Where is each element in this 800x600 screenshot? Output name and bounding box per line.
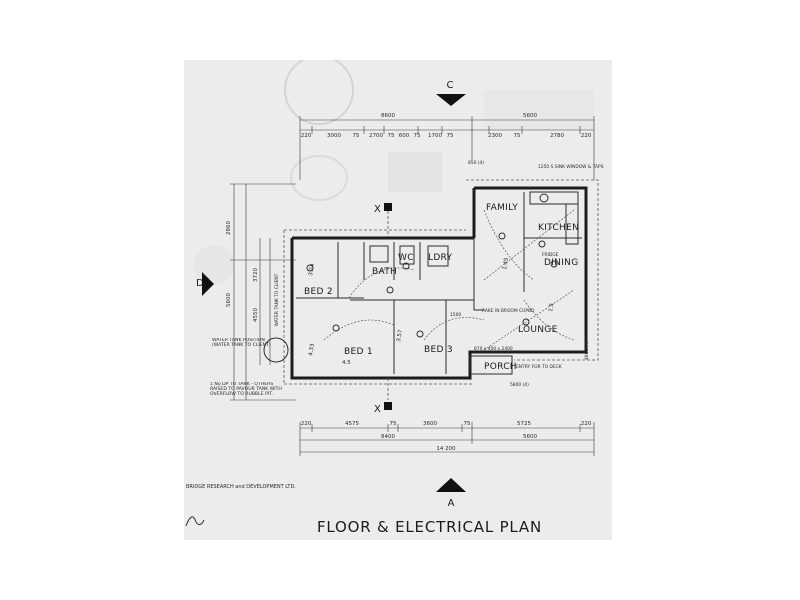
room-family: FAMILY xyxy=(486,203,518,213)
dim-top-right-total: 5600 xyxy=(523,113,537,119)
dim-top-7: 1700 xyxy=(428,133,442,139)
dim-top-11: 2780 xyxy=(550,133,564,139)
note-window-sink: 1250 S SINK WINDOW & TAPS xyxy=(538,164,604,170)
section-mark-x-bottom: X xyxy=(374,378,392,415)
bottom-dimensions: 220 4575 75 3600 75 5725 220 8400 5600 1… xyxy=(299,421,595,456)
note-upper: 850 (4) xyxy=(468,160,484,166)
size-5: 1.45 xyxy=(502,257,510,271)
section-mark-d-label: D xyxy=(196,278,204,289)
room-bed1: BED 1 xyxy=(344,347,373,357)
dim-bottom-right-total: 5600 xyxy=(523,434,537,440)
dim-top-12: 220 xyxy=(581,133,592,139)
dim-top-5: 600 xyxy=(399,133,410,139)
section-mark-d: D xyxy=(196,272,214,296)
left-dimensions: 2860 5600 3720 4550 WATER TANK TO CLIENT xyxy=(226,183,296,401)
dim-bottom-left-total: 8400 xyxy=(381,434,395,440)
top-dimensions: 8600 5600 220 3000 75 2700 75 600 75 170… xyxy=(299,113,595,180)
room-porch: PORCH xyxy=(484,362,517,372)
size-4: 3.57 xyxy=(396,329,404,343)
room-kitchen: KITCHEN xyxy=(538,223,579,233)
size-1: 4.33 xyxy=(308,343,316,357)
note-broom: RAKE IN BROOM CUPBD xyxy=(482,308,535,314)
dim-top-8: 75 xyxy=(447,133,454,139)
dim-bottom-5: 5725 xyxy=(517,421,531,427)
room-lounge: LOUNGE xyxy=(518,325,558,335)
section-mark-x-top-label: X xyxy=(374,204,381,215)
dim-left-inner-2: 4550 xyxy=(253,308,259,322)
dim-right-side: 4600 (4) xyxy=(584,341,590,360)
room-bath: BATH xyxy=(372,267,397,277)
floor-plan-drawing: C 8600 5600 220 3000 75 2700 75 600 75 1… xyxy=(185,60,604,536)
plan-notes: 850 (4) 1250 S SINK WINDOW & TAPS FRIDGE… xyxy=(450,160,604,388)
dim-top-10: 75 xyxy=(514,133,521,139)
dim-bottom-2: 75 xyxy=(390,421,397,427)
section-mark-c-label: C xyxy=(447,80,454,91)
signature-mark xyxy=(185,516,205,527)
floor-plan-walls xyxy=(263,179,599,385)
dim-left-upper: 2860 xyxy=(226,221,232,235)
dim-top-6: 75 xyxy=(414,133,421,139)
room-bed3: BED 3 xyxy=(424,345,453,355)
company-name: BRIDGE RESEARCH and DEVELOPMENT LTD. xyxy=(186,484,296,490)
room-ldry: LDRY xyxy=(428,253,453,263)
dim-overall: 14 200 xyxy=(436,446,456,452)
section-mark-c: C xyxy=(436,80,466,106)
dim-bottom-4: 75 xyxy=(464,421,471,427)
dim-bottom-note: 5800 (4) xyxy=(510,382,529,388)
dim-top-left-total: 8600 xyxy=(381,113,395,119)
section-mark-a-label: A xyxy=(448,498,455,509)
water-tank-notes: WATER TANK POSITION (WATER TANK TO CLIEN… xyxy=(210,338,282,398)
plan-sheet: C 8600 5600 220 3000 75 2700 75 600 75 1… xyxy=(184,60,612,540)
dim-top-1: 3000 xyxy=(327,133,341,139)
note-porch-dim: 870 x 400 x 2400 xyxy=(474,346,513,352)
room-labels: FAMILY KITCHEN DINING BED 2 BATH WC LDRY… xyxy=(304,203,579,372)
dim-bottom-0: 220 xyxy=(301,421,312,427)
dim-top-0: 220 xyxy=(301,133,312,139)
room-bed2: BED 2 xyxy=(304,287,333,297)
dim-bottom-6: 220 xyxy=(581,421,592,427)
room-dining: DINING xyxy=(544,258,578,268)
note-overflow: 1 No DP TO TANK - OTHERS RAISED TO PAVOU… xyxy=(210,382,282,398)
size-3: 3.24 xyxy=(308,263,316,277)
dim-left-inner-1: 3720 xyxy=(253,268,259,282)
size-6: 1.5 xyxy=(548,302,556,312)
dim-bottom-3: 3600 xyxy=(423,421,437,427)
dim-bottom-1: 4575 xyxy=(345,421,359,427)
room-wc: WC xyxy=(398,253,414,263)
dim-top-3: 2700 xyxy=(369,133,383,139)
size-2: 4.5 xyxy=(342,360,351,366)
note-entry: ENTRY FOR TO DECK xyxy=(516,364,562,370)
drawing-title: FLOOR & ELECTRICAL PLAN xyxy=(317,518,542,536)
dim-top-2: 75 xyxy=(353,133,360,139)
note-water-tank: WATER TANK POSITION (WATER TANK TO CLIEN… xyxy=(212,338,271,349)
note-water-tank-vertical: WATER TANK TO CLIENT xyxy=(274,273,280,326)
note-linen: 1500 xyxy=(450,312,461,318)
section-mark-a: A xyxy=(436,478,466,509)
dim-top-4: 75 xyxy=(388,133,395,139)
dim-left-lower: 5600 xyxy=(226,293,232,307)
section-mark-x-top: X xyxy=(374,203,392,240)
note-fridge: FRIDGE xyxy=(542,252,559,258)
dim-top-9: 2300 xyxy=(488,133,502,139)
section-mark-x-bottom-label: X xyxy=(374,404,381,415)
room-sizes: 4.33 4.5 3.24 3.57 1.45 1.5 xyxy=(308,257,556,366)
